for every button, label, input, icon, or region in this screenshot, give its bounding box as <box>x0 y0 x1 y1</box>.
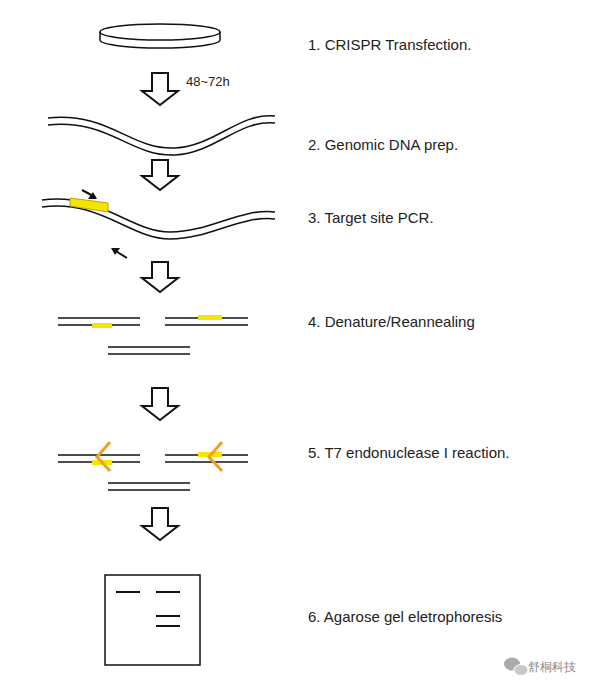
dish-top <box>100 24 220 40</box>
dna-strand <box>108 353 190 355</box>
dna-strand <box>108 482 190 484</box>
process-step: 1. CRISPR Transfection. <box>40 15 590 73</box>
cleavage-mark <box>209 442 222 471</box>
dna-strand <box>58 317 140 319</box>
dna-strand <box>42 199 275 232</box>
primer-arrow <box>88 192 97 199</box>
step-label: 1. CRISPR Transfection. <box>308 36 598 54</box>
gel-band <box>116 591 140 593</box>
process-step: 3. Target site PCR. <box>40 190 590 262</box>
dna-strand <box>48 116 275 148</box>
dna-strand <box>108 346 190 348</box>
flow-arrow <box>142 160 178 190</box>
mismatch-mark <box>198 315 222 320</box>
cleavage-mark <box>97 442 110 471</box>
gel-band <box>156 625 180 627</box>
target-site <box>70 198 108 212</box>
flow-arrow <box>142 508 178 540</box>
flow-arrow <box>142 73 178 105</box>
watermark: 舒桐科技 <box>528 659 576 676</box>
process-step: 6. Agarose gel eletrophoresis <box>40 540 590 680</box>
gel-frame <box>105 575 200 665</box>
mismatch-mark <box>92 323 112 328</box>
gel-band <box>156 591 180 593</box>
process-step: 5. T7 endonuclease I reaction. <box>40 420 590 508</box>
gel-band <box>156 615 180 617</box>
step-label: 3. Target site PCR. <box>308 209 598 227</box>
watermark-icon <box>514 665 528 676</box>
dna-strand <box>165 324 248 326</box>
dna-strand <box>48 123 275 155</box>
step-label: 4. Denature/Reannealing <box>308 313 598 331</box>
step-label: 5. T7 endonuclease I reaction. <box>308 444 598 462</box>
flow-arrow <box>142 388 178 420</box>
process-step: 2. Genomic DNA prep. <box>40 105 590 160</box>
flow-arrow <box>142 262 178 292</box>
edge-label: 48~72h <box>186 74 230 89</box>
primer-arrow <box>111 248 120 255</box>
step-label: 6. Agarose gel eletrophoresis <box>308 608 598 626</box>
process-step: 4. Denature/Reannealing <box>40 292 590 388</box>
dna-strand <box>165 461 248 463</box>
dna-strand <box>42 206 275 239</box>
dna-strand <box>108 489 190 491</box>
step-label: 2. Genomic DNA prep. <box>308 136 598 154</box>
